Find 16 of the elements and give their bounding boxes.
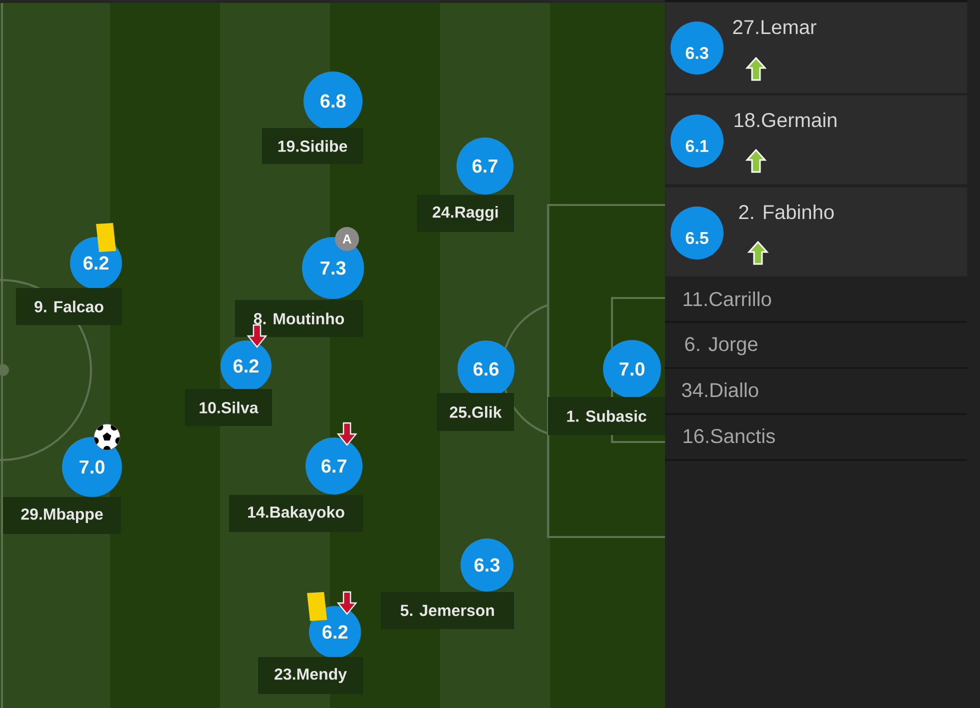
name-label: 9. Falcao <box>16 288 122 325</box>
captain-badge: A <box>335 227 359 251</box>
name-label: 23.Mendy <box>258 657 363 694</box>
name-label: 19.Sidibe <box>262 128 363 164</box>
name-label: 24.Raggi <box>417 195 514 232</box>
name-label: 25.Glik <box>437 393 514 431</box>
name-label: 29.Mbappe <box>3 497 121 534</box>
name-label: 1. Subasic <box>548 397 665 435</box>
player-name: 6. Jorge <box>685 337 758 356</box>
name-label: 8. Moutinho <box>235 300 363 337</box>
player-name: 11.Carrillo <box>684 292 771 306</box>
player-name: 34.Diallo <box>682 382 758 398</box>
name-label: 14.Bakayoko <box>229 495 363 532</box>
name-label: 10.Silva <box>185 389 272 426</box>
name-label: 5. Jemerson <box>381 592 514 629</box>
player-name: 16.Sanctis <box>684 428 775 444</box>
